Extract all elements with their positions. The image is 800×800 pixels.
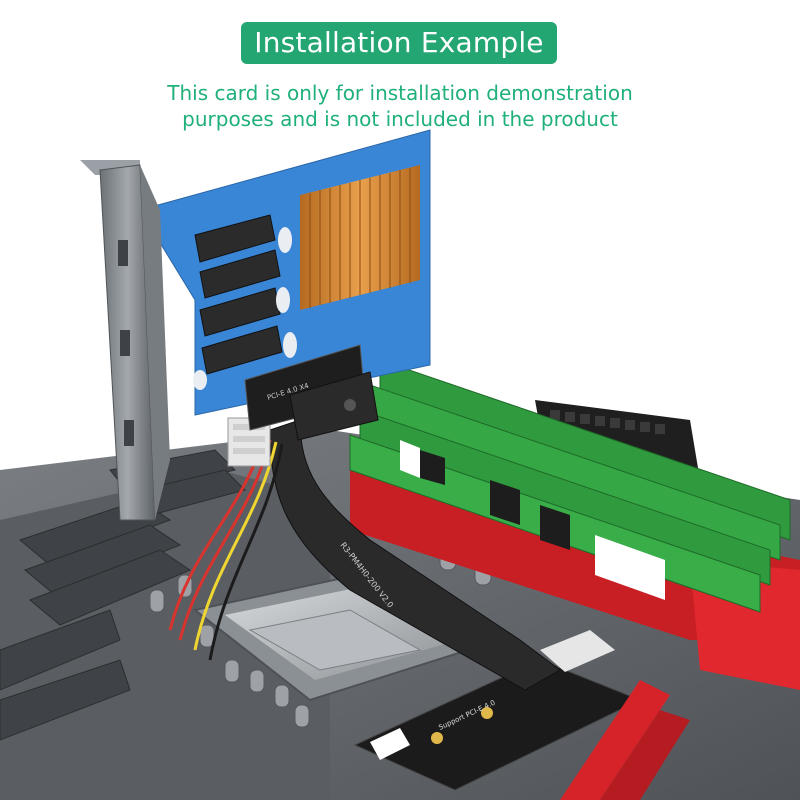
expansion-card: PCI-E 4.0 X4 <box>139 129 431 441</box>
pcie-bracket <box>80 160 170 521</box>
subtitle-line-2: purposes and is not included in the prod… <box>182 107 618 131</box>
subtitle-line-1: This card is only for installation demon… <box>167 81 633 105</box>
heatsink <box>300 165 420 310</box>
mounting-hole <box>481 707 493 719</box>
mounting-hole <box>431 732 443 744</box>
page-subtitle: This card is only for installation demon… <box>100 80 700 132</box>
m2-adapter-board: Support PCI-E 4.0 <box>353 630 642 791</box>
ram-module <box>359 409 771 586</box>
page-title: Installation Example <box>241 22 557 64</box>
ram-area <box>349 359 800 690</box>
ram-slot-red <box>350 470 800 640</box>
pcie-slot-red <box>560 680 690 800</box>
card-ports <box>194 214 283 375</box>
vrm-heatsink <box>0 449 246 741</box>
